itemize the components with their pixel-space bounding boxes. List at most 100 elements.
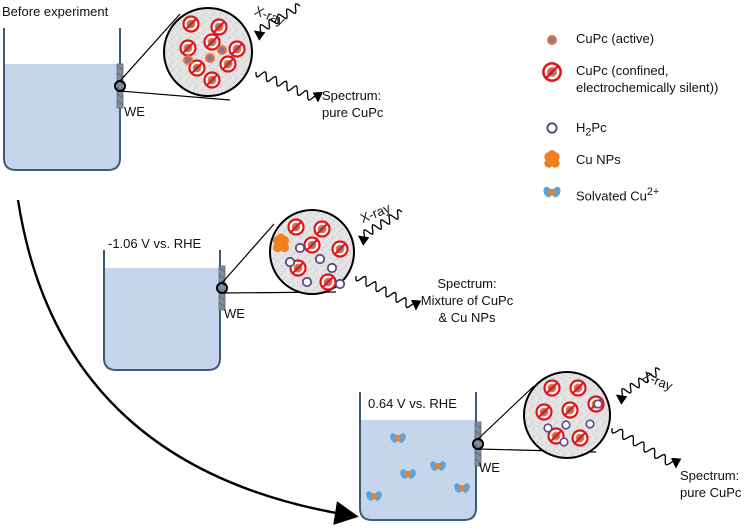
panel-1-spectrum-line1: Spectrum:: [322, 88, 382, 103]
solvation-shell-left: [366, 491, 374, 501]
spectrum-wave-panel-3: [611, 427, 682, 469]
zoom-contents-panel-1: [179, 15, 246, 89]
cupc-confined-icon: [561, 401, 579, 419]
electrode-strip: [116, 63, 124, 109]
confined-slash: [545, 65, 559, 79]
cu-nps-icon: [272, 233, 290, 253]
solvation-shell-left: [400, 469, 408, 479]
electrode-strip: [474, 421, 482, 467]
electrode-hatch: [116, 65, 124, 71]
legend-label-cupc-confined-line2: electrochemically silent)): [576, 80, 719, 95]
cu-np-particle: [544, 158, 554, 168]
spectrum-wave-panel-1: [255, 71, 323, 103]
cu-ion-core: [371, 493, 377, 499]
cu-np-particle: [276, 233, 286, 243]
cu-ion-core: [405, 471, 411, 477]
solvation-shell-left: [543, 186, 552, 198]
h2pc-icon: [314, 253, 326, 265]
cu-np-particle: [279, 242, 290, 253]
confined-slash: [222, 58, 234, 70]
zoom-contents-panel-3: [535, 379, 605, 447]
electrode-hatch: [116, 100, 124, 106]
beaker-before-experiment: [3, 28, 121, 171]
solvation-shell-right: [408, 469, 416, 479]
solvation-shell-right: [438, 461, 446, 471]
electrode-hatch: [116, 93, 124, 99]
h2pc-icon: [585, 419, 595, 429]
confined-slash: [572, 382, 584, 394]
electrolyte: [104, 268, 220, 370]
cupc-confined-icon: [179, 39, 197, 57]
confined-slash: [322, 276, 334, 288]
xray-wave-panel-1: [253, 3, 301, 41]
cupc-active-icon: [217, 45, 227, 55]
electrode-hatch: [474, 451, 482, 457]
solvated-cu-icon: [543, 186, 561, 198]
panel-2-spectrum-line1: Spectrum:: [437, 276, 497, 291]
zoom-contents-panel-2: [272, 218, 349, 291]
h2pc-icon: [334, 278, 346, 290]
cupc-confined-icon: [543, 379, 561, 397]
cupc-confined-icon: [547, 427, 565, 445]
zoom-line-top-panel-1: [119, 13, 181, 82]
solvated-cu-icon: [430, 461, 446, 471]
h2pc-icon: [561, 420, 571, 430]
solvated-cu-icon: [400, 469, 416, 479]
cupc-confined-icon: [182, 15, 200, 33]
cupc-confined-icon: [228, 40, 246, 58]
cupc-confined-icon: [203, 33, 221, 51]
h2pc-icon: [326, 262, 338, 274]
electrolyte: [360, 420, 476, 520]
panel-2-condition: -1.06 V vs. RHE: [108, 236, 202, 251]
panel-2-we-label: WE: [224, 306, 245, 321]
panel-2-spectrum-line2: Mixture of CuPc: [420, 293, 514, 308]
panel-3-condition: 0.64 V vs. RHE: [368, 396, 457, 411]
confined-slash: [538, 406, 550, 418]
confined-slash: [185, 18, 197, 30]
electrode-strip: [218, 265, 226, 311]
panel-1-condition: Before experiment: [2, 4, 109, 19]
solvation-shell-right: [398, 433, 406, 443]
beaker-negative-potential: [103, 250, 221, 371]
electrode-hatch: [218, 295, 226, 301]
panel-2-spectrum-line3: & Cu NPs: [438, 310, 496, 325]
solvation-shell-right: [374, 491, 382, 501]
beaker-wall: [103, 250, 221, 371]
solvation-shell-left: [454, 483, 462, 493]
cupc-confined-icon: [188, 59, 206, 77]
legend-label-cupc-confined-line1: CuPc (confined,: [576, 63, 669, 78]
panel-1-spectrum-line2: pure CuPc: [322, 105, 384, 120]
electrode-hatch: [218, 267, 226, 273]
cupc-confined-icon: [203, 71, 221, 89]
cupc-active-icon: [547, 35, 557, 45]
xray-wave-panel-2: [357, 209, 403, 246]
confined-slash: [191, 62, 203, 74]
h2pc-icon: [559, 437, 569, 447]
confined-slash: [316, 223, 328, 235]
h2pc-icon: [593, 399, 603, 409]
cupc-confined-icon: [569, 379, 587, 397]
zoom-line-top-panel-3: [477, 385, 535, 440]
solvation-shell-left: [390, 433, 398, 443]
electrode-hatch: [116, 72, 124, 78]
beaker-wall: [359, 392, 477, 521]
panel-3-spectrum-line2: pure CuPc: [680, 485, 742, 500]
confined-slash: [292, 262, 304, 274]
cu-ion-core: [459, 485, 465, 491]
cupc-confined-icon: [210, 18, 228, 36]
cupc-confined-icon: [313, 220, 331, 238]
cu-np-particle: [550, 158, 560, 168]
solvated-cu-icon: [366, 491, 382, 501]
confined-slash: [546, 382, 558, 394]
cupc-confined-icon: [289, 259, 307, 277]
cupc-active-icon: [205, 53, 215, 63]
panel-3-we-label: WE: [479, 460, 500, 475]
cu-np-particle: [547, 150, 557, 159]
cupc-confined-icon: [219, 55, 237, 73]
confined-slash: [564, 404, 576, 416]
panel-3-spectrum-line1: Spectrum:: [680, 468, 740, 483]
solvated-cu-icon: [390, 433, 406, 443]
confined-slash: [206, 36, 218, 48]
zoom-line-bottom-panel-1: [119, 90, 231, 101]
